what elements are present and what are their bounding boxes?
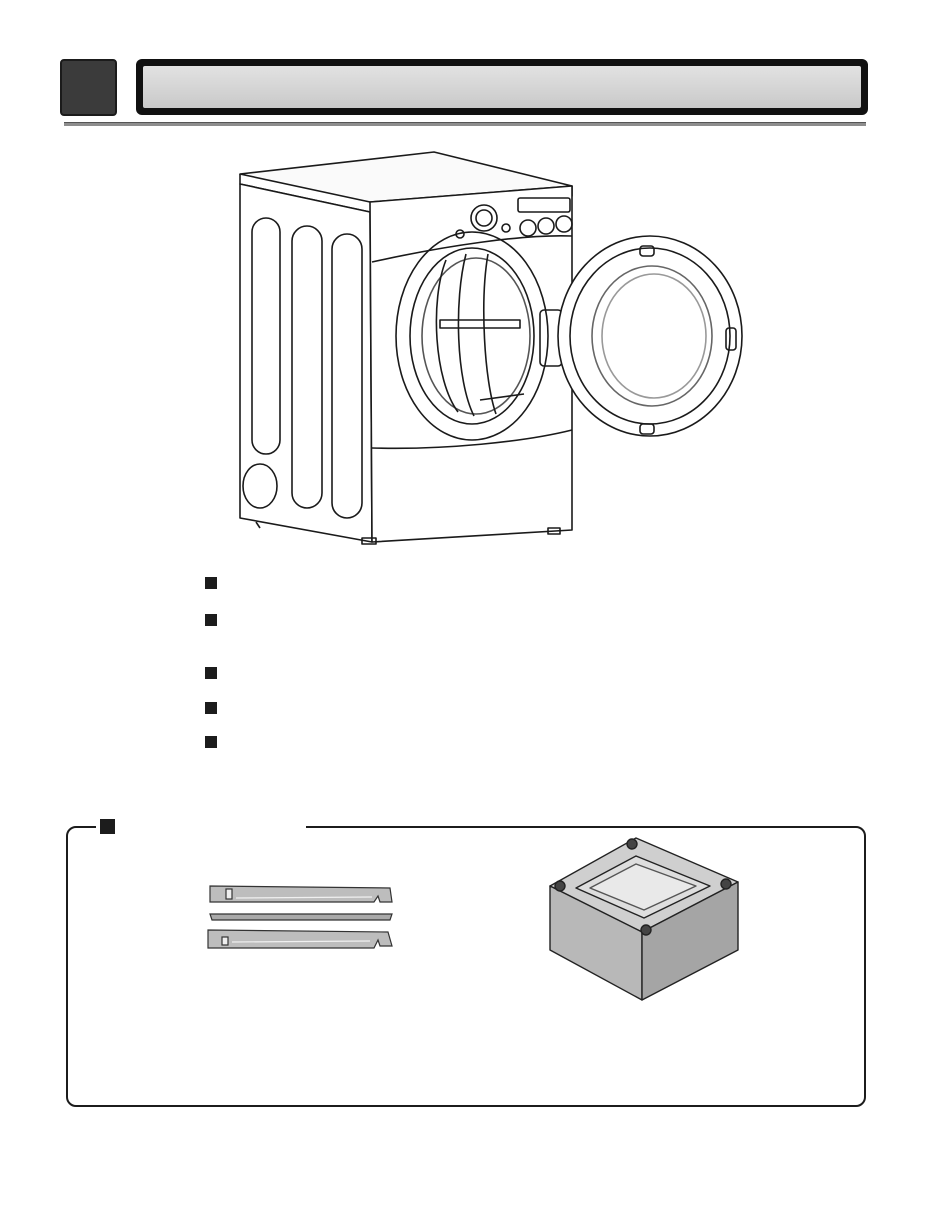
stacking-kit-icon (207, 885, 393, 949)
section-title-bar (143, 66, 861, 108)
bullet-square-icon (205, 702, 217, 714)
accessories-heading (96, 818, 306, 838)
pedestal-icon (549, 837, 739, 1001)
section-number-box (60, 59, 117, 116)
dryer-illustration (239, 151, 743, 545)
header-rule (64, 122, 866, 126)
bullet-square-icon (205, 614, 217, 626)
bullet-square-icon (205, 736, 217, 748)
heading-square-icon (100, 819, 115, 834)
bullet-square-icon (205, 667, 217, 679)
section-title-frame (136, 59, 868, 115)
accessories-box (66, 826, 866, 1107)
bullet-square-icon (205, 577, 217, 589)
